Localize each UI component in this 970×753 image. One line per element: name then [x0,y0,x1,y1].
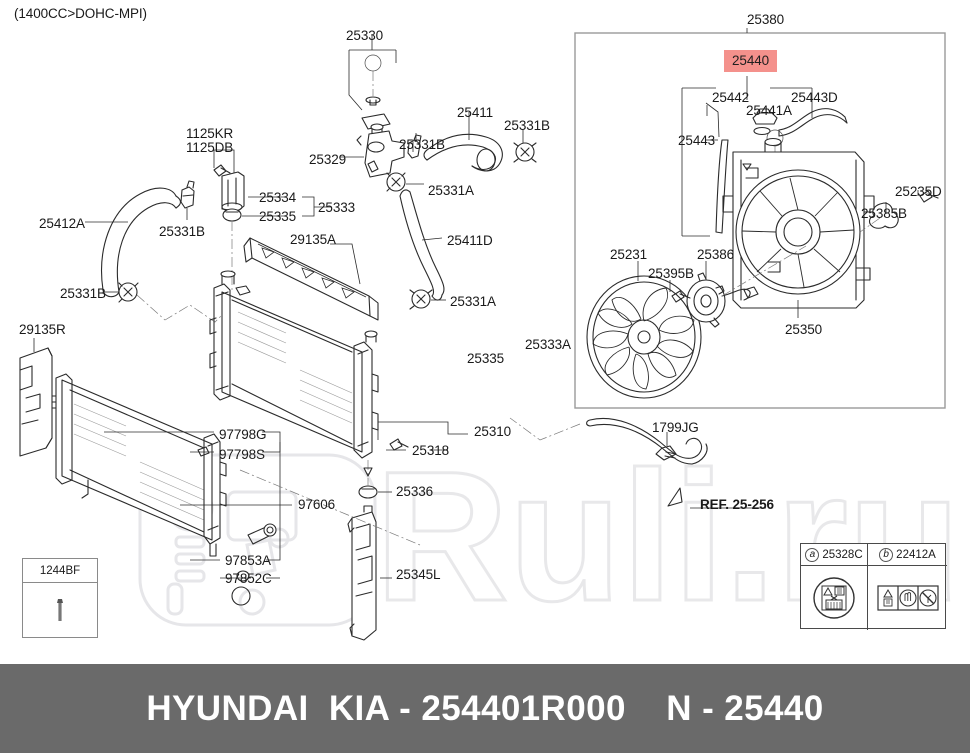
label-25333A[interactable]: 25333A [525,337,571,352]
legend-code-25328C: 25328C [822,548,863,561]
caution-label-icon [801,566,868,630]
label-25331b-right[interactable]: 25331B [504,118,550,133]
label-1125KR[interactable]: 1125KR [186,126,234,141]
label-25345L[interactable]: 25345L [396,567,441,582]
label-25411D[interactable]: 25411D [447,233,493,248]
warning-label-icon [868,566,947,630]
legend-box-1244BF: 1244BF [22,558,98,638]
legend-code-22412A: 22412A [896,548,936,561]
label-29135R[interactable]: 29135R [19,322,66,337]
label-ref-25-256[interactable]: REF. 25-256 [700,497,774,512]
label-25333[interactable]: 25333 [318,200,356,215]
label-25331b-upper[interactable]: 25331B [399,137,445,152]
legend-table-abc: a 25328C b 22412A [800,543,947,630]
bolt-icon [23,583,97,638]
footer-part-title: HYUNDAI KIA - 254401R000 N - 25440 [146,688,824,728]
label-97798G[interactable]: 97798G [219,427,267,442]
label-25331a-lower[interactable]: 25331A [450,294,496,309]
label-25331b-left-top[interactable]: 25331B [159,224,205,239]
label-97606[interactable]: 97606 [298,497,336,512]
label-25331a-upper[interactable]: 25331A [428,183,474,198]
marker-b-icon: b [879,547,894,562]
label-1799JG[interactable]: 1799JG [652,420,699,435]
label-25350[interactable]: 25350 [785,322,823,337]
label-25412A[interactable]: 25412A [39,216,85,231]
label-25331b-left-lower[interactable]: 25331B [60,286,106,301]
label-25231[interactable]: 25231 [610,247,648,262]
label-25411[interactable]: 25411 [457,105,494,120]
label-25318[interactable]: 25318 [412,443,450,458]
marker-a-icon: a [805,547,820,562]
label-25235D[interactable]: 25235D [895,184,942,199]
label-1125DB[interactable]: 1125DB [186,140,234,155]
legend-cell-b-header: b 22412A [868,544,947,566]
label-25335-lower[interactable]: 25335 [467,351,505,366]
legend-bolt-code: 1244BF [23,559,97,583]
label-97853A[interactable]: 97853A [225,553,271,568]
label-25443[interactable]: 25443 [678,133,716,148]
label-25329[interactable]: 25329 [309,152,347,167]
label-25330[interactable]: 25330 [346,28,384,43]
label-25385B[interactable]: 25385B [861,206,907,221]
label-25334[interactable]: 25334 [259,190,297,205]
label-25335-upper[interactable]: 25335 [259,209,297,224]
label-25310[interactable]: 25310 [474,424,512,439]
label-97798S[interactable]: 97798S [219,447,265,462]
legend-cell-a-header: a 25328C [801,544,868,566]
label-25386[interactable]: 25386 [697,247,735,262]
parts-line-artwork: .ln { fill:none; stroke:#2b2b2b; stroke-… [19,28,946,641]
label-25440-highlighted[interactable]: 25440 [724,50,778,72]
engine-spec-title: (1400CC>DOHC-MPI) [14,6,147,21]
label-25441A[interactable]: 25441A [746,103,792,118]
label-25442[interactable]: 25442 [712,90,750,105]
diagram-canvas: Ruli.ru .ln { fill:none; stroke:#2b2b2b;… [14,6,962,642]
label-25380[interactable]: 25380 [747,12,785,27]
label-25336[interactable]: 25336 [396,484,434,499]
label-25395B[interactable]: 25395B [648,266,694,281]
label-29135A[interactable]: 29135A [290,232,336,247]
footer-bar: HYUNDAI KIA - 254401R000 N - 25440 [0,664,970,753]
label-97852C[interactable]: 97852C [225,571,272,586]
label-25443D[interactable]: 25443D [791,90,838,105]
